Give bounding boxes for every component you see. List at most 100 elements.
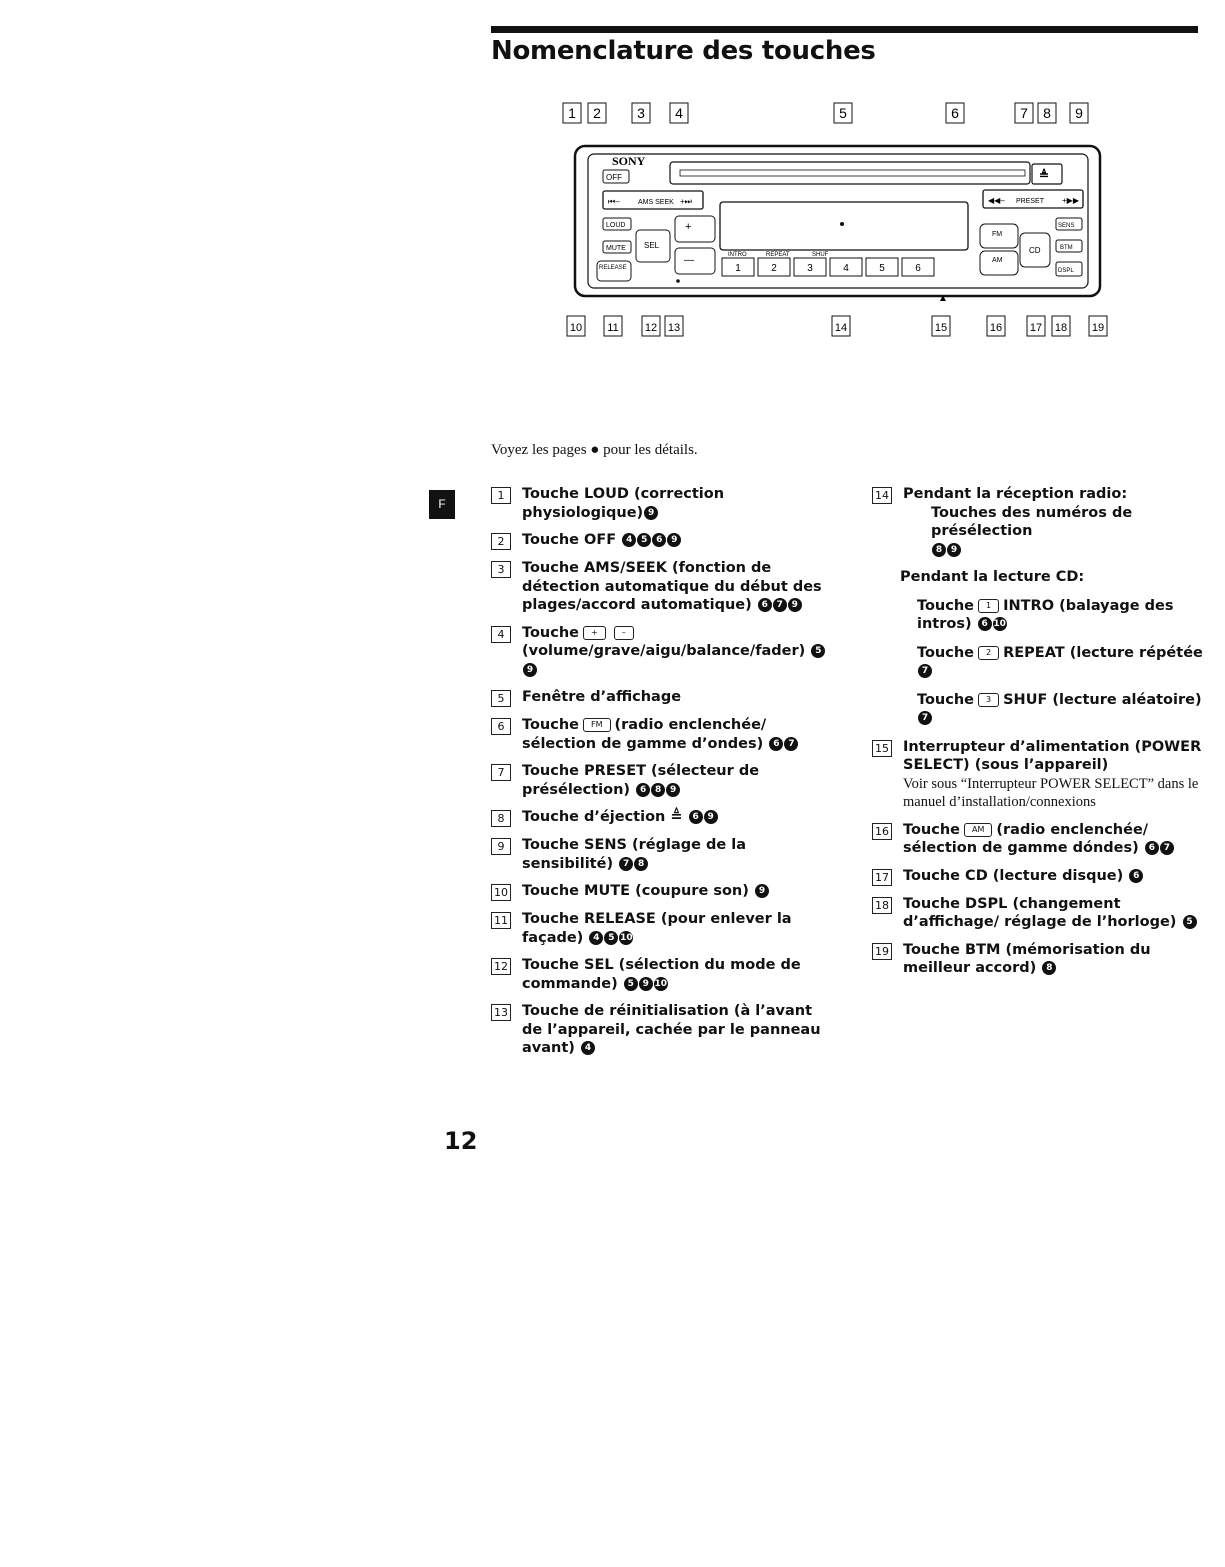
page-ref-badge: 9 xyxy=(787,598,802,612)
fm-button xyxy=(979,223,1019,249)
callout-box xyxy=(833,102,853,124)
callout-label: 6 xyxy=(951,105,959,121)
svg-text:BTM: BTM xyxy=(1060,245,1073,251)
page-ref-badge: 5 xyxy=(637,533,652,547)
svg-text:AMS SEEK: AMS SEEK xyxy=(638,199,674,206)
svg-text:PRESET: PRESET xyxy=(1016,198,1045,205)
page-ref-badge: 9 xyxy=(666,782,681,797)
svg-text:—: — xyxy=(684,255,694,266)
preset-key xyxy=(865,257,899,277)
page-ref-badge: 7 xyxy=(918,664,932,678)
svg-text:SENS: SENS xyxy=(1058,223,1074,229)
page-ref-badge: 8 xyxy=(932,542,946,557)
callout-box xyxy=(562,102,582,124)
page-ref-badge: 8 xyxy=(651,782,666,797)
callout-box xyxy=(1051,315,1071,337)
page-ref-badge: 9 xyxy=(638,976,653,991)
release-button xyxy=(596,260,632,282)
preset-key xyxy=(829,257,863,277)
page-ref-badge: 7 xyxy=(918,711,932,725)
svg-text:≜: ≜ xyxy=(1039,168,1049,182)
page-ref-badge: 7 xyxy=(619,856,634,871)
page-title: Nomenclature des touches xyxy=(491,36,876,66)
svg-text:OFF: OFF xyxy=(606,173,622,182)
callout-label: 16 xyxy=(990,322,1002,334)
svg-text:◀◀–: ◀◀– xyxy=(988,196,1005,205)
page-ref-badge: 7 xyxy=(784,736,799,751)
callout-box xyxy=(603,315,623,337)
page-ref-badge: 5 xyxy=(604,930,619,945)
cd-slot xyxy=(669,161,1031,185)
intro-text: Voyez les pages ● pour les détails. xyxy=(491,442,698,458)
page-ref-badge: 6 xyxy=(1129,868,1144,883)
preset-button xyxy=(982,189,1084,209)
callout-label: 4 xyxy=(675,105,683,121)
volume-key-icon: + xyxy=(583,625,606,640)
page-ref-badge: 10 xyxy=(992,617,1007,631)
brand-logo: SONY xyxy=(612,154,646,168)
dspl-button xyxy=(1055,261,1083,277)
svg-text:▲: ▲ xyxy=(938,293,948,304)
callout-label: 8 xyxy=(1043,105,1051,121)
svg-text:+⏭: +⏭ xyxy=(680,197,692,206)
svg-text:INTRO: INTRO xyxy=(728,252,747,258)
cd-button xyxy=(1019,232,1051,268)
page-ref-badge: 4 xyxy=(580,1041,595,1055)
page-ref-badge: 10 xyxy=(653,976,668,991)
svg-text:AM: AM xyxy=(992,257,1003,264)
callout-box xyxy=(986,315,1006,337)
page-ref-badge: 9 xyxy=(523,662,537,677)
page-ref-badge: 6 xyxy=(769,736,784,751)
sel-button xyxy=(635,229,671,263)
loud-button xyxy=(602,217,632,231)
page-ref-badge: 6 xyxy=(636,782,651,797)
right-column: 14 Pendant la réception radio: Touches d… xyxy=(872,485,1203,987)
svg-text:⏮–: ⏮– xyxy=(608,197,620,206)
page-ref-badge: 10 xyxy=(619,930,634,945)
page-ref-badge: 9 xyxy=(667,533,682,547)
preset-key xyxy=(793,257,827,277)
page-ref-badge: 9 xyxy=(644,505,659,520)
callout-label: 15 xyxy=(935,322,947,334)
page-ref-badge: 4 xyxy=(622,533,637,547)
page-ref-badge: 7 xyxy=(1159,841,1174,855)
volume-up-button xyxy=(674,215,716,243)
preset-key-label: 5 xyxy=(879,263,885,274)
title-rule xyxy=(491,26,1198,33)
am-button xyxy=(979,250,1019,276)
mute-button xyxy=(602,240,632,254)
preset-2-key-icon: 2 xyxy=(978,645,1000,660)
off-button xyxy=(602,169,630,184)
svg-text:+▶▶: +▶▶ xyxy=(1062,196,1080,205)
callout-box xyxy=(1069,102,1089,124)
preset-key xyxy=(757,257,791,277)
callout-label: 14 xyxy=(835,322,847,334)
eject-button xyxy=(1031,163,1063,185)
page-ref-badge: 6 xyxy=(688,810,703,824)
svg-text:DSPL: DSPL xyxy=(1058,268,1074,274)
page-ref-badge: 7 xyxy=(772,598,787,612)
callout-label: 13 xyxy=(668,322,680,334)
volume-key-icon: – xyxy=(613,625,634,640)
svg-text:MUTE: MUTE xyxy=(606,245,626,252)
page-ref-badge: 9 xyxy=(703,810,718,824)
callout-box xyxy=(1014,102,1034,124)
btm-button xyxy=(1055,239,1083,253)
list-item: 14 Pendant la réception radio: Touches d… xyxy=(872,485,1202,559)
callout-label: 5 xyxy=(839,105,847,121)
display-window xyxy=(719,201,969,251)
preset-1-key-icon: 1 xyxy=(978,598,1000,613)
callout-box xyxy=(945,102,965,124)
page-ref-badge: 6 xyxy=(977,617,992,631)
callout-label: 9 xyxy=(1075,105,1083,121)
